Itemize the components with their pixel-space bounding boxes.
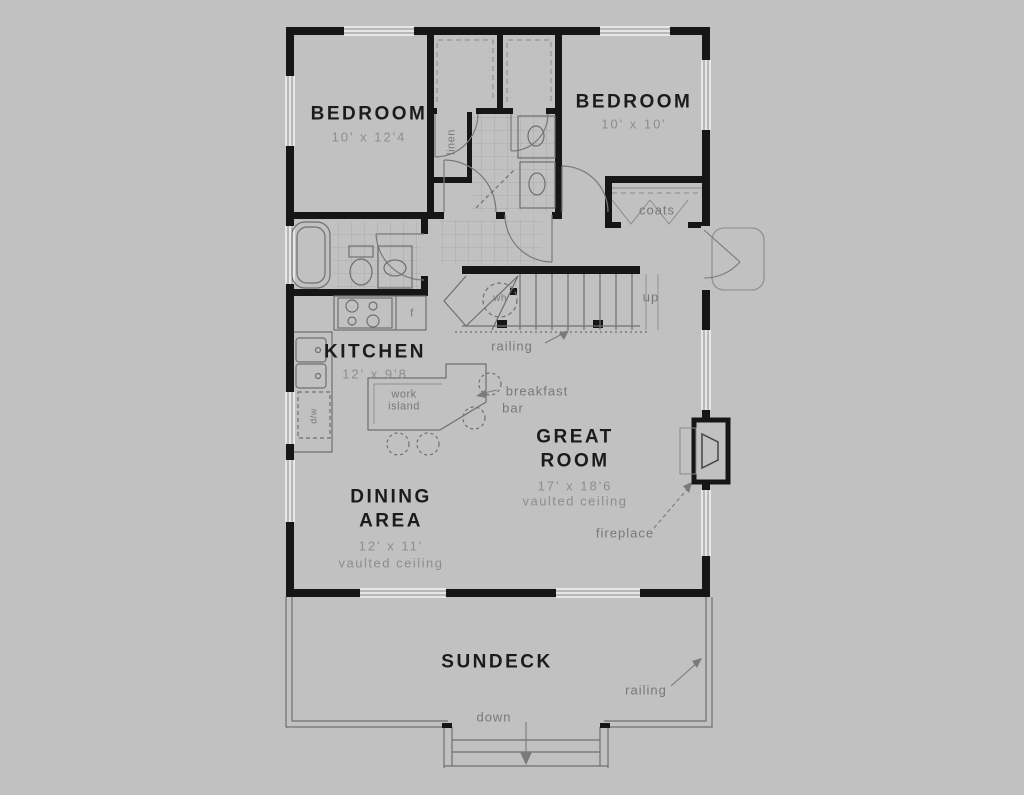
main-bathroom-fixtures [291, 221, 413, 289]
great-room-note: vaulted ceiling [522, 493, 628, 509]
down-label: down [476, 709, 512, 725]
kitchen-fixtures [294, 295, 427, 453]
stool [478, 372, 502, 396]
great-room-dims: 17' x 18'6 [537, 478, 613, 494]
entry-landing [711, 227, 765, 291]
toilet [519, 161, 556, 209]
breakfast-bar-label-2: bar [502, 400, 524, 416]
coats-label: coats [638, 202, 676, 218]
counter [294, 331, 333, 453]
bedroom-left-label: BEDROOM [310, 103, 428, 125]
deck-railing-label: railing [625, 682, 667, 698]
great-room-label-2: ROOM [540, 450, 610, 472]
sink [295, 363, 327, 389]
fireplace-label: fireplace [595, 525, 655, 541]
water-heater-label: wh [493, 293, 507, 304]
stool [386, 432, 410, 456]
fireplace [679, 417, 731, 485]
walls [286, 27, 710, 597]
kitchen-dims: 12' x 9'8 [342, 366, 408, 382]
work-island [367, 363, 502, 456]
bedroom-right-dims: 10' x 10' [601, 116, 667, 132]
vanity [517, 115, 556, 159]
dining-area-dims: 12' x 11' [358, 538, 424, 554]
toilet-tank [348, 245, 374, 258]
work-island-label-1: work [391, 388, 417, 401]
breakfast-bar-label-1: breakfast [505, 383, 569, 399]
dishwasher [297, 391, 331, 439]
sink-basin [527, 125, 545, 147]
water-heater [482, 282, 518, 318]
stool [416, 432, 440, 456]
dishwasher-label: d/w [308, 408, 319, 424]
windows [285, 26, 711, 598]
coats-bifold-door [611, 199, 651, 225]
bathtub [291, 221, 331, 289]
work-island-label-2: island [388, 400, 420, 413]
dining-area-label-1: DINING [350, 486, 432, 508]
dining-area-note: vaulted ceiling [338, 555, 444, 571]
stairs [443, 274, 659, 333]
hearth [679, 427, 697, 475]
sundeck-label: SUNDECK [441, 651, 553, 673]
tile-floors [332, 114, 555, 289]
entry [703, 227, 765, 291]
linen-label: linen [445, 129, 458, 155]
dining-area-label-2: AREA [359, 510, 423, 532]
doors [375, 113, 609, 281]
stair-railing-label: railing [491, 338, 533, 354]
range [337, 297, 393, 329]
up-label: up [642, 289, 660, 305]
toilet-bowl [349, 258, 373, 286]
leader-lines [476, 330, 702, 765]
sink-basin [383, 259, 407, 277]
sink [295, 337, 327, 363]
kitchen-label: KITCHEN [324, 341, 426, 363]
great-room-label-1: GREAT [536, 426, 614, 448]
upper-bathroom-fixtures [475, 115, 556, 209]
stool [462, 406, 486, 430]
fridge-label: f [410, 307, 414, 320]
toilet-bowl [528, 172, 546, 196]
counter [333, 295, 427, 331]
coats-bifold-door [649, 199, 689, 225]
closets [436, 39, 702, 225]
bedroom-left-dims: 10' x 12'4 [331, 129, 407, 145]
bedroom-right-label: BEDROOM [575, 91, 693, 113]
vanity [377, 245, 413, 289]
